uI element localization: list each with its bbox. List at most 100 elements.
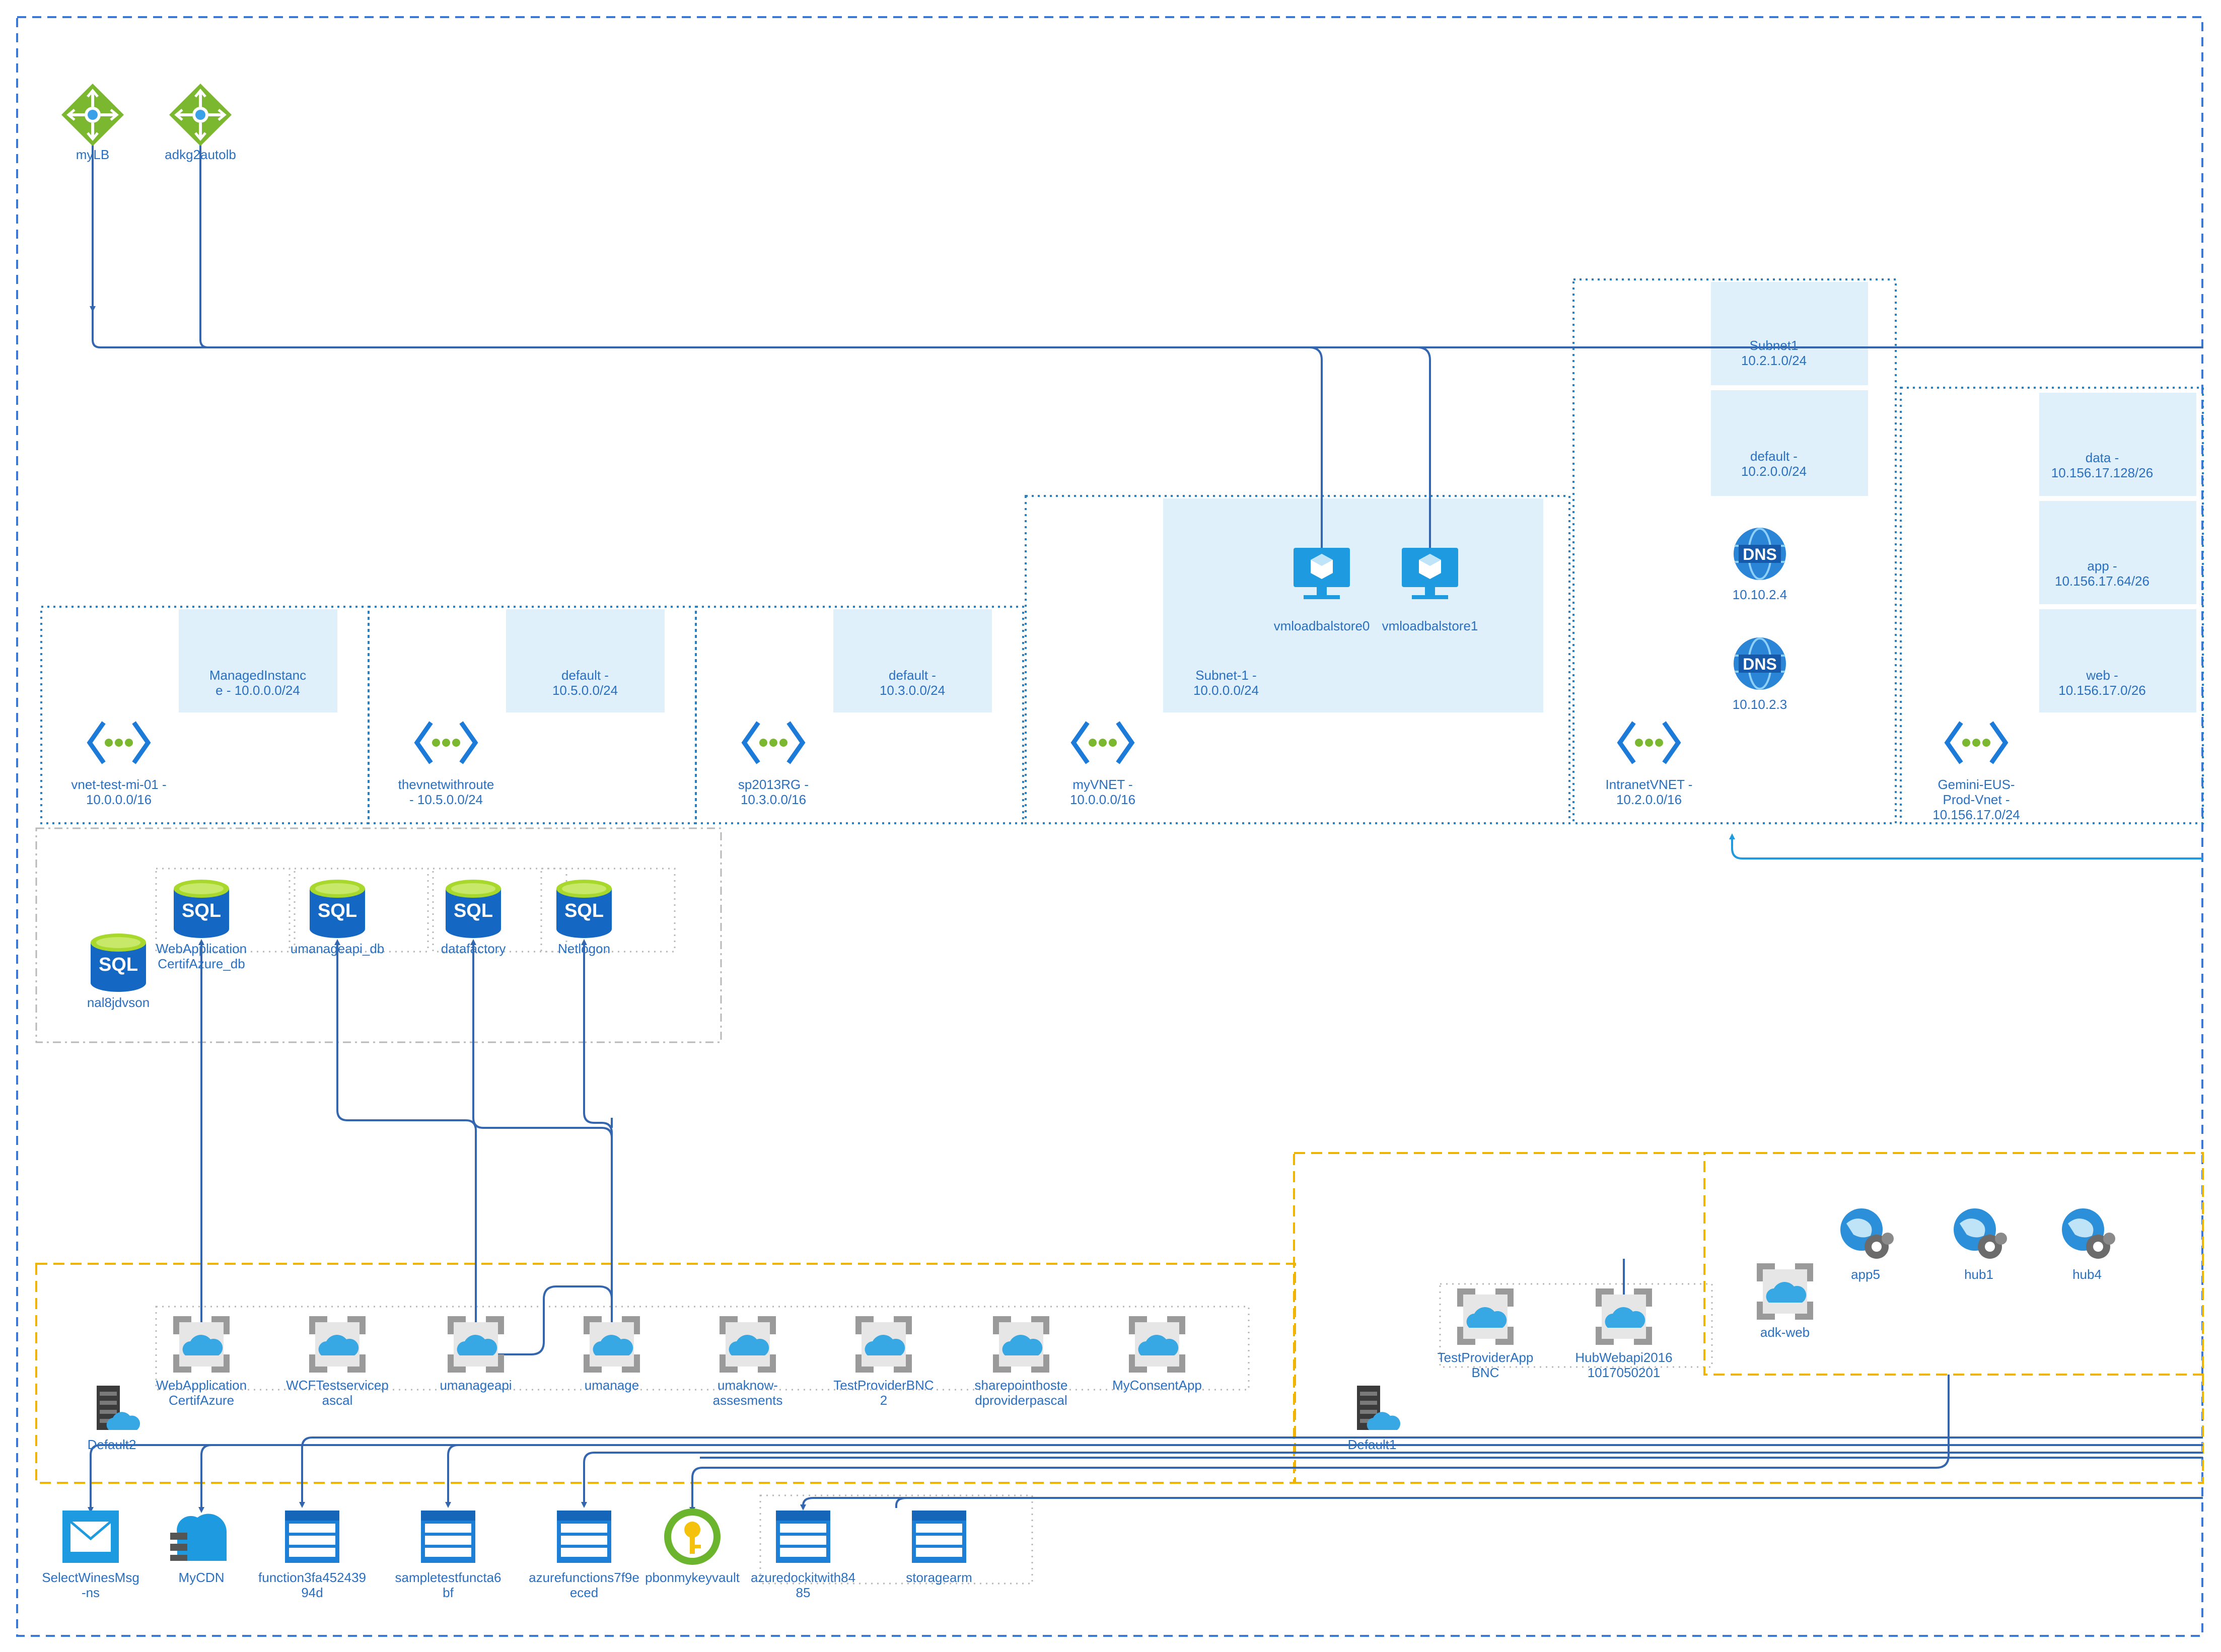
subnet-label: default -10.5.0.0/24 (552, 668, 618, 698)
svg-text:SQL: SQL (318, 900, 357, 921)
app-service-icon (309, 1316, 327, 1334)
virtual-network-icon (1944, 721, 1963, 764)
app-service-icon (584, 1316, 602, 1334)
node-label: hub1 (1964, 1267, 1993, 1282)
node-label: Default2 (88, 1437, 136, 1452)
app-plan-p1[interactable]: Default2 (88, 1386, 140, 1452)
subnet-label: data -10.156.17.128/26 (2051, 450, 2153, 480)
node-label: SelectWinesMsg (42, 1570, 139, 1585)
node-label: WCFTestservicep (286, 1378, 389, 1393)
load-balancer-lb2[interactable]: adkg2autolb (165, 84, 236, 162)
node-label: 10.10.2.4 (1733, 587, 1787, 602)
dns-dns2[interactable]: DNS 10.10.2.3 (1733, 637, 1787, 712)
vnet-v5[interactable]: IntranetVNET -10.2.0.0/16 (1606, 721, 1693, 807)
resource-b2[interactable]: MyCDN (170, 1514, 227, 1585)
node-label: thevnetwithroute (398, 777, 494, 792)
node-label: myVNET - (1072, 777, 1132, 792)
resource-b6[interactable]: pbonmykeyvault (645, 1509, 740, 1585)
load-balancer-lb1[interactable]: myLB (61, 84, 124, 162)
vnet-v4[interactable]: myVNET -10.0.0.0/16 (1070, 721, 1135, 807)
subnet-text: 10.156.17.128/26 (2051, 465, 2153, 480)
web-app-g1[interactable]: app5 (1840, 1208, 1894, 1282)
connectors (88, 131, 2203, 1513)
vm-vm1[interactable]: vmloadbalstore1 (1382, 548, 1478, 633)
node-label: Prod-Vnet - (1943, 792, 2010, 807)
subnet-text: Subnet-1 - (1195, 668, 1256, 683)
node-label: - 10.5.0.0/24 (409, 792, 483, 807)
subnet-label: default -10.2.0.0/24 (1741, 449, 1807, 479)
app-a3[interactable]: umanageapi (440, 1316, 512, 1393)
node-label: app5 (1851, 1267, 1880, 1282)
vnet-v3[interactable]: sp2013RG -10.3.0.0/16 (738, 721, 809, 807)
vnet-v1[interactable]: vnet-test-mi-01 -10.0.0.0/16 (71, 721, 167, 807)
resource-b8[interactable]: storagearm (906, 1511, 972, 1585)
app-a8[interactable]: MyConsentApp (1112, 1316, 1202, 1393)
virtual-network-icon (1070, 721, 1090, 764)
node-label: TestProviderApp (1438, 1350, 1534, 1365)
sql-database-icon (310, 889, 365, 938)
app-a4[interactable]: umanage (584, 1316, 640, 1393)
vnet-v6[interactable]: Gemini-EUS-Prod-Vnet -10.156.17.0/24 (1932, 721, 2020, 822)
sql-sql4[interactable]: SQL Netlogon (556, 880, 612, 956)
resource-b1[interactable]: SelectWinesMsg-ns (42, 1511, 139, 1600)
node-label: pbonmykeyvault (645, 1570, 740, 1585)
svg-text:DNS: DNS (1743, 655, 1777, 673)
app-plan-p2[interactable]: Default1 (1348, 1386, 1401, 1452)
subnet-label: web -10.156.17.0/26 (2058, 668, 2146, 698)
connector-light (1729, 833, 2203, 859)
node-label: 10.10.2.3 (1733, 697, 1787, 712)
app-service-icon (1596, 1288, 1614, 1307)
vnet-v2[interactable]: thevnetwithroute- 10.5.0.0/24 (398, 721, 494, 807)
sql-sql2[interactable]: SQL umanageapi_db (291, 880, 385, 956)
sql-database-icon (446, 889, 501, 938)
app-service-icon (448, 1316, 466, 1334)
node-label: WebApplication (156, 1378, 247, 1393)
node-label: 1017050201 (1588, 1365, 1661, 1380)
subnet-text: app - (2087, 558, 2117, 573)
node-label: azuredockitwith84 (751, 1570, 855, 1585)
node-label: TestProviderBNC (833, 1378, 934, 1393)
node-layer: myLB adkg2autolb vnet-test-mi-01 -10.0.0.0… (42, 84, 2153, 1600)
node-label: function3fa452439 (258, 1570, 366, 1585)
app-service-icon (1129, 1316, 1147, 1334)
app-service-plan-boxes (35, 1152, 2204, 1484)
node-label: umanageapi_db (291, 941, 385, 956)
svg-text:SQL: SQL (564, 900, 604, 921)
vm-vm0[interactable]: vmloadbalstore0 (1274, 548, 1370, 633)
subnet-text: 10.5.0.0/24 (552, 683, 618, 698)
node-label: 10.156.17.0/24 (1932, 807, 2020, 822)
subnet-label: Subnet-1 -10.0.0.0/24 (1193, 668, 1259, 698)
subnet-text: e - 10.0.0.0/24 (216, 683, 300, 698)
web-app-g3[interactable]: hub4 (2062, 1208, 2115, 1282)
node-label: dproviderpascal (975, 1393, 1067, 1408)
node-label: 10.0.0.0/16 (86, 792, 152, 807)
node-label: Netlogon (558, 941, 610, 956)
web-app-g2[interactable]: hub1 (1954, 1208, 2007, 1282)
app-a5[interactable]: umaknow-assesments (713, 1316, 783, 1408)
node-label: nal8jdvson (87, 995, 150, 1010)
subnet-text: ManagedInstanc (209, 668, 306, 683)
node-label: hub4 (2072, 1267, 2102, 1282)
subnet-fills (179, 282, 2196, 712)
subnet-text: 10.2.1.0/24 (1741, 353, 1807, 368)
node-label: umaknow- (718, 1378, 778, 1393)
node-label: CertifAzure_db (158, 956, 245, 971)
node-label: assesments (713, 1393, 783, 1408)
app-a11[interactable]: adk-web (1757, 1263, 1813, 1340)
